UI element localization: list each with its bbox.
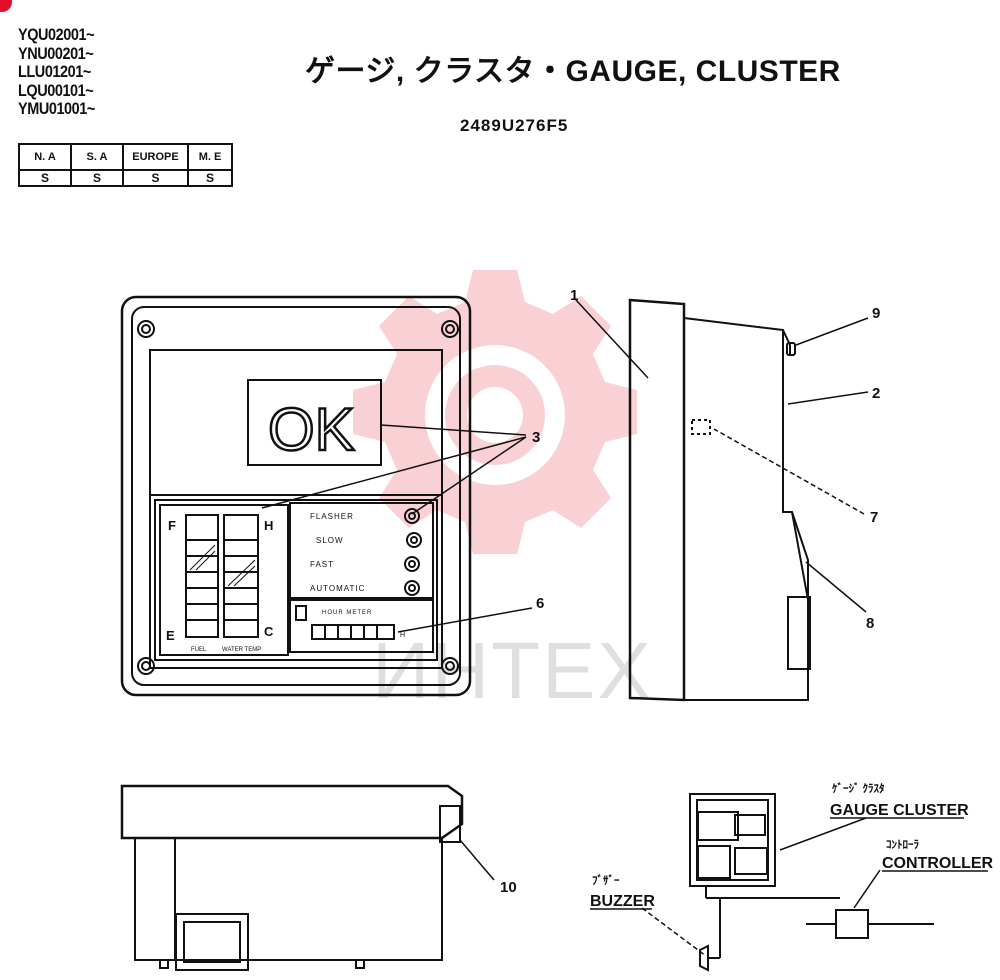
wiring-label-jp: ｺﾝﾄﾛｰﾗ bbox=[886, 838, 919, 851]
region-value: S bbox=[122, 169, 189, 187]
wiring-label-jp: ｹﾞｰｼﾞ ｸﾗｽﾀ bbox=[832, 781, 885, 795]
serial-number: YMU01001~ bbox=[18, 99, 95, 118]
front-bezel bbox=[120, 295, 472, 697]
part-number: 2489U276F5 bbox=[460, 116, 569, 135]
display-ok-text: OK bbox=[268, 396, 355, 463]
gauge-label: C bbox=[264, 624, 274, 639]
region-header: N. A bbox=[18, 143, 72, 171]
serial-number: YNU00201~ bbox=[18, 43, 94, 63]
wiring-label: CONTROLLER bbox=[882, 855, 994, 872]
serial-number: YQU02001~ bbox=[18, 25, 95, 44]
gauge-caption: WATER TEMP bbox=[222, 647, 261, 653]
indicator-label: FAST bbox=[310, 560, 334, 569]
callout-number: 9 bbox=[872, 305, 880, 322]
region-value: S bbox=[70, 169, 124, 187]
serial-number: LQU00101~ bbox=[18, 80, 94, 100]
callout-number: 10 bbox=[500, 879, 517, 896]
page-title: ゲージ, クラスタ・GAUGE, CLUSTER bbox=[305, 55, 841, 88]
indicator-label: SLOW bbox=[316, 536, 344, 545]
wiring-label: GAUGE CLUSTER bbox=[830, 802, 969, 819]
callout-number: 8 bbox=[866, 615, 874, 632]
wiring-label-jp: ﾌﾞｻﾞｰ bbox=[592, 873, 620, 887]
region-value: S bbox=[18, 169, 72, 187]
wiring-label: BUZZER bbox=[590, 893, 655, 910]
corner-badge bbox=[0, 0, 12, 12]
indicator-label: AUTOMATIC bbox=[310, 584, 365, 593]
callout-number: 2 bbox=[872, 385, 880, 402]
callout-number: 1 bbox=[570, 287, 578, 304]
hourmeter-caption: HOUR METER bbox=[322, 610, 372, 616]
region-table: N. A S. A EUROPE M. E S S S S bbox=[18, 143, 233, 187]
callout-number: 3 bbox=[532, 429, 540, 446]
side-bezel bbox=[628, 298, 686, 702]
wiring-controller-box bbox=[835, 909, 869, 939]
serial-number-list: YQU02001~ YNU00201~ LLU01201~ LQU00101~ … bbox=[18, 25, 95, 119]
wiring-cluster-box bbox=[689, 793, 776, 887]
serial-number: LLU01201~ bbox=[18, 62, 91, 81]
gauge-caption: FUEL bbox=[191, 647, 207, 653]
region-header: M. E bbox=[187, 143, 233, 171]
region-header: EUROPE bbox=[122, 143, 189, 171]
callout-number: 7 bbox=[870, 509, 878, 526]
indicator-label: FLASHER bbox=[310, 512, 354, 521]
gauge-label: H bbox=[264, 518, 273, 533]
gauge-label: F bbox=[168, 518, 176, 533]
callout-number: 6 bbox=[536, 595, 544, 612]
gauge-label: E bbox=[166, 628, 175, 643]
region-value: S bbox=[187, 169, 233, 187]
region-header: S. A bbox=[70, 143, 124, 171]
bottom-view-body bbox=[120, 784, 464, 840]
hourmeter-unit: H bbox=[400, 632, 405, 639]
watermark-text: ИНТЕХ bbox=[372, 626, 653, 715]
